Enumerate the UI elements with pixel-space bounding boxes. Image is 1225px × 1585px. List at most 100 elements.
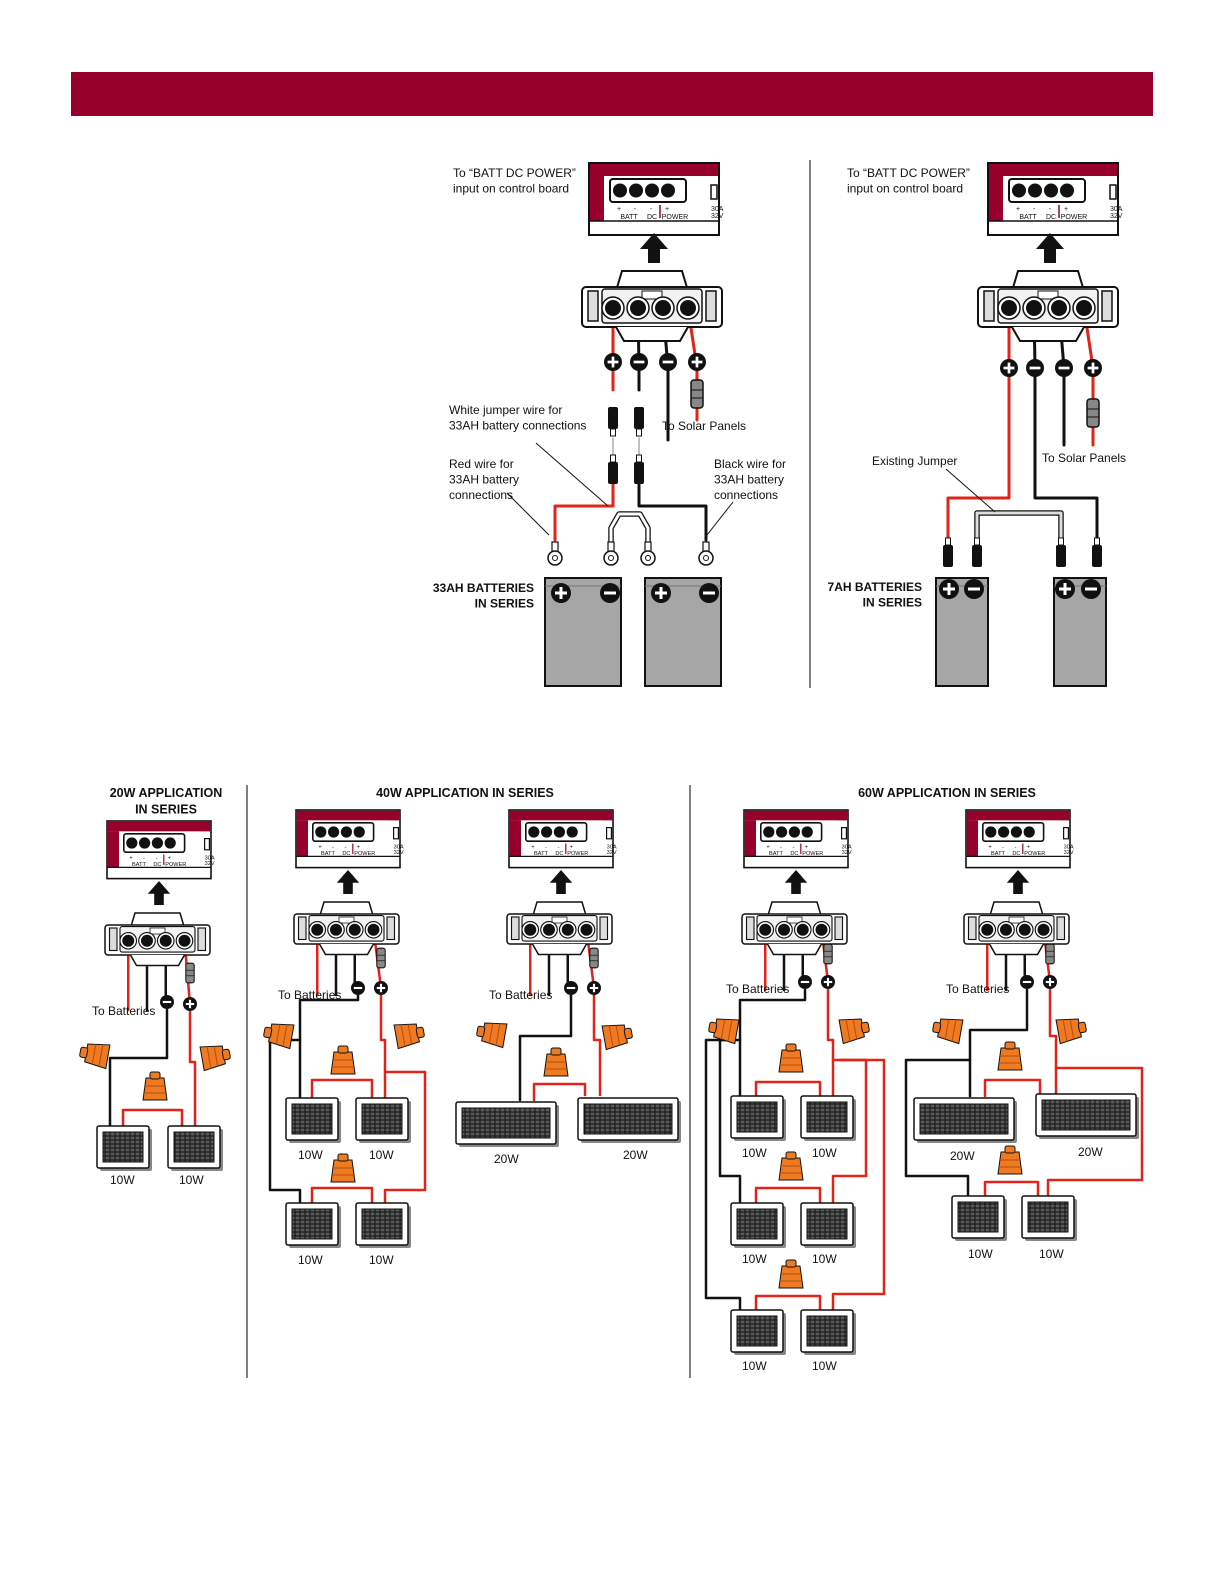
board-legend: + (129, 855, 132, 861)
fuse-holder-icon (1086, 398, 1100, 428)
board-legend: 32V (842, 850, 852, 856)
board-legend: 30A (607, 844, 617, 850)
wire-nut-icon (330, 1045, 356, 1075)
board-legend: 32V (394, 850, 404, 856)
watt-label: 10W (369, 1148, 394, 1162)
fuse-holder-icon (823, 943, 833, 965)
solar-panel (577, 1097, 681, 1143)
connector-plug-left (581, 270, 723, 342)
solar-panel (951, 1195, 1007, 1241)
board-legend: POWER (802, 851, 823, 857)
solar-panel (1021, 1195, 1077, 1241)
fuse-holder-icon (376, 947, 386, 969)
connector-plug-small (293, 901, 400, 956)
board-legend: - (1033, 206, 1036, 213)
board-legend: POWER (662, 214, 688, 221)
solar-panel (285, 1097, 341, 1143)
board-legend: BATT (321, 851, 335, 857)
positive-terminal-icon (688, 353, 706, 371)
ring-terminal-icon (698, 541, 714, 566)
wire-nut-icon (778, 1043, 804, 1073)
wire-nut-icon (778, 1259, 804, 1289)
wire-nut-icon (778, 1151, 804, 1181)
board-legend: - (143, 855, 145, 861)
board-legend: - (793, 844, 795, 850)
board-legend: - (345, 844, 347, 850)
spade-connector-icon (972, 537, 982, 567)
board-label-right: To “BATT DC POWER”input on control board (847, 166, 970, 196)
negative-terminal-icon (160, 995, 174, 1009)
negative-terminal-icon (564, 981, 578, 995)
board-legend: POWER (165, 862, 186, 868)
positive-terminal-icon (939, 579, 959, 599)
watt-label: 20W (950, 1149, 975, 1163)
board-legend: 32V (711, 213, 724, 220)
positive-terminal-icon (651, 583, 671, 603)
positive-terminal-icon (604, 353, 622, 371)
app-40w-title: 40W APPLICATION IN SERIES (376, 786, 554, 800)
watt-label: 10W (742, 1252, 767, 1266)
wire-nut-icon (476, 1022, 508, 1049)
solar-panel (355, 1097, 411, 1143)
board-legend: 32V (607, 850, 617, 856)
wire-nut-icon (330, 1153, 356, 1183)
board-legend: POWER (1061, 214, 1087, 221)
to-batteries-label-60w-a: To Batteries (726, 982, 789, 996)
solar-panel (355, 1202, 411, 1248)
board-legend: DC (555, 851, 563, 857)
wire-nut-icon (932, 1018, 964, 1045)
spade-connector-icon (1092, 537, 1102, 567)
wire-nut-icon (997, 1145, 1023, 1175)
wire-nut-icon (708, 1018, 740, 1045)
solar-panel (800, 1202, 856, 1248)
wire-nut-icon (543, 1047, 569, 1077)
connector-plug-right (977, 270, 1119, 342)
board-legend: DC (342, 851, 350, 857)
board-legend: - (156, 855, 158, 861)
board-legend: DC (153, 862, 161, 868)
solar-panel (455, 1101, 559, 1147)
up-arrow-icon (640, 233, 668, 263)
board-legend: 30A (1064, 844, 1074, 850)
board-legend: DC (1012, 851, 1020, 857)
solar-panel (913, 1097, 1017, 1143)
wire-nut-icon (393, 1023, 425, 1050)
board-legend: DC (1046, 214, 1056, 221)
board-legend: + (766, 844, 769, 850)
positive-terminal-icon (587, 981, 601, 995)
wire-nut-icon (1055, 1018, 1087, 1045)
board-legend: - (634, 206, 637, 213)
positive-terminal-icon (1055, 579, 1075, 599)
app-60w-title: 60W APPLICATION IN SERIES (858, 786, 1036, 800)
watt-label: 10W (369, 1253, 394, 1267)
positive-terminal-icon (821, 975, 835, 989)
spade-connector-icon (634, 454, 644, 484)
board-legend: BATT (534, 851, 548, 857)
board-legend: + (1027, 844, 1030, 850)
wire-nut-icon (142, 1071, 168, 1101)
board-legend: + (318, 844, 321, 850)
board-legend: - (780, 844, 782, 850)
existing-jumper-label: Existing Jumper (872, 454, 957, 468)
positive-terminal-icon (1084, 359, 1102, 377)
board-legend: + (1064, 206, 1068, 213)
up-arrow-icon (784, 870, 808, 894)
board-legend: POWER (567, 851, 588, 857)
board-legend: - (545, 844, 547, 850)
solar-panel (800, 1095, 856, 1141)
negative-terminal-icon (1081, 579, 1101, 599)
watt-label: 10W (298, 1148, 323, 1162)
board-legend: 32V (205, 861, 215, 867)
up-arrow-icon (147, 881, 171, 905)
board-legend: - (1049, 206, 1052, 213)
board-legend: 32V (1110, 213, 1123, 220)
negative-terminal-icon (630, 353, 648, 371)
positive-terminal-icon (183, 997, 197, 1011)
spade-connector-icon (1056, 537, 1066, 567)
negative-terminal-icon (964, 579, 984, 599)
